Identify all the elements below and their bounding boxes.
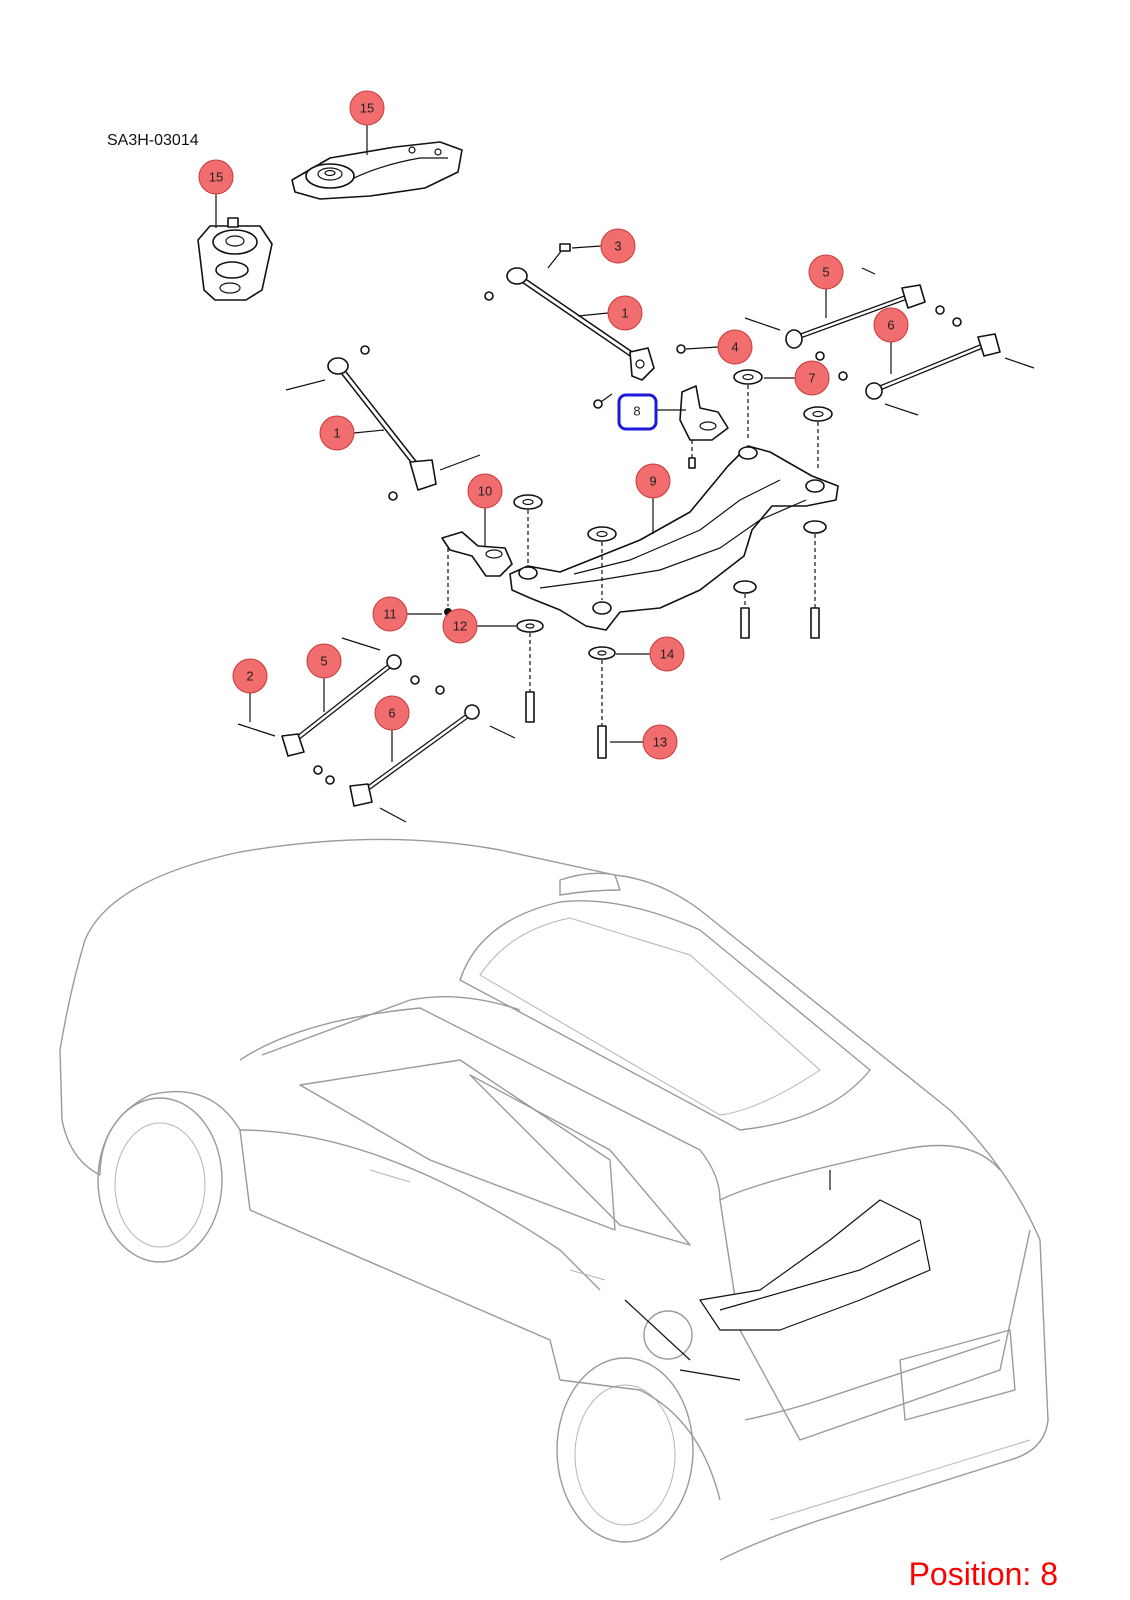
- callout-15-mount-plate[interactable]: 15: [349, 90, 385, 126]
- svg-text:2: 2: [246, 669, 253, 684]
- vehicle-outline: [59, 838, 1049, 1561]
- callout-7[interactable]: 7: [794, 360, 830, 396]
- upper-control-arm: [484, 243, 686, 409]
- svg-text:9: 9: [649, 474, 656, 489]
- callout-5-upper[interactable]: 5: [808, 254, 844, 290]
- callout-12[interactable]: 12: [442, 608, 478, 644]
- callout-3[interactable]: 3: [600, 228, 636, 264]
- svg-text:15: 15: [209, 170, 223, 185]
- toe-link-upper-right: [838, 317, 1035, 416]
- callout-2[interactable]: 2: [232, 658, 268, 694]
- callout-13[interactable]: 13: [642, 724, 678, 760]
- strut-mount-plate: [291, 141, 463, 200]
- svg-text:6: 6: [887, 318, 894, 333]
- callout-15-mount-bushing[interactable]: 15: [198, 159, 234, 195]
- toe-link-lower-left: [325, 685, 516, 823]
- svg-text:5: 5: [320, 654, 327, 669]
- rear-subframe: [509, 445, 839, 639]
- callout-6-upper[interactable]: 6: [873, 307, 909, 343]
- svg-text:15: 15: [360, 101, 374, 116]
- strut-mount-bushing: [197, 217, 273, 301]
- callout-4[interactable]: 4: [717, 329, 753, 365]
- svg-text:12: 12: [453, 619, 467, 634]
- svg-text:11: 11: [383, 607, 397, 622]
- callout-10[interactable]: 10: [467, 473, 503, 509]
- svg-text:10: 10: [478, 484, 492, 499]
- svg-text:8: 8: [633, 404, 640, 419]
- diagram-reference-code: SA3H-03014: [107, 132, 199, 149]
- svg-text:5: 5: [822, 265, 829, 280]
- callout-1-upper[interactable]: 1: [607, 295, 643, 331]
- callout-14[interactable]: 14: [649, 636, 685, 672]
- subframe-washers-bolts: [516, 619, 616, 759]
- svg-text:4: 4: [731, 340, 738, 355]
- callout-1-lower[interactable]: 1: [319, 415, 355, 451]
- svg-text:13: 13: [653, 735, 667, 750]
- callout-5-lower[interactable]: 5: [306, 643, 342, 679]
- leader-lines: [215, 122, 892, 762]
- svg-text:1: 1: [333, 426, 340, 441]
- rear-link-lower-left: [237, 637, 420, 775]
- suspension-bracket: [679, 385, 729, 469]
- lower-control-arm-left: [285, 345, 481, 501]
- callout-9[interactable]: 9: [635, 463, 671, 499]
- mount-washer-upper: [733, 369, 833, 470]
- svg-text:3: 3: [614, 239, 621, 254]
- rear-link-upper-right: [744, 267, 945, 361]
- subframe-bracket: [441, 531, 513, 616]
- svg-text:1: 1: [621, 306, 628, 321]
- svg-text:14: 14: [660, 647, 674, 662]
- svg-text:7: 7: [808, 371, 815, 386]
- callout-11[interactable]: 11: [372, 596, 408, 632]
- callout-8-selected[interactable]: 8: [617, 393, 658, 431]
- position-indicator: Position: 8: [908, 1556, 1058, 1592]
- svg-text:6: 6: [388, 706, 395, 721]
- callout-6-lower[interactable]: 6: [374, 695, 410, 731]
